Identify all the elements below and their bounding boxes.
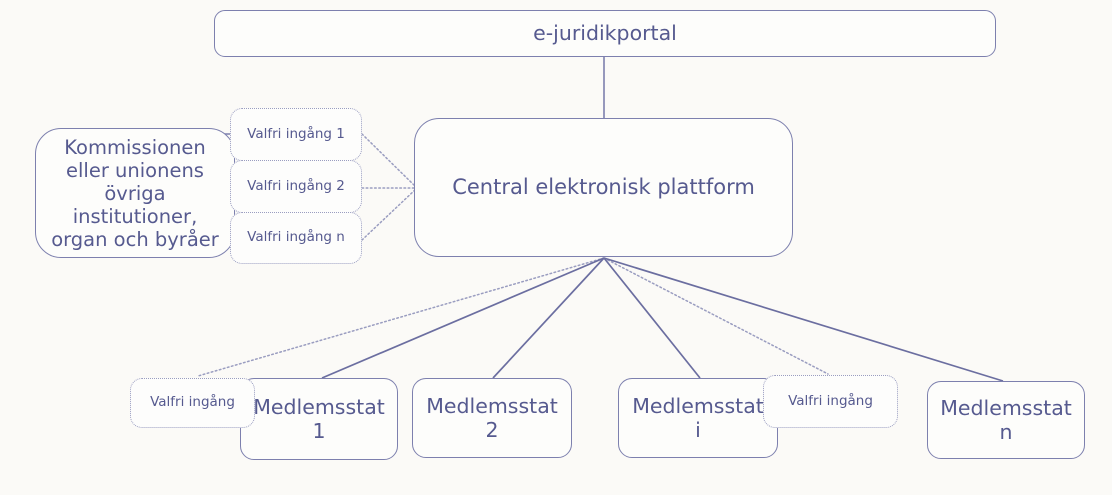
node-label-optional-entry-right: Valfri ingång	[788, 392, 873, 409]
node-label-member-state-2: Medlemsstat 2	[426, 393, 558, 442]
edge-entryn-to-central	[361, 187, 418, 241]
node-label-member-state-1: Medlemsstat 1	[253, 394, 385, 443]
node-member-state-1[interactable]: Medlemsstat 1	[240, 378, 398, 460]
node-member-state-2[interactable]: Medlemsstat 2	[412, 378, 572, 458]
edge-central-to-entry-left	[197, 257, 605, 377]
node-optional-entry-n[interactable]: Valfri ingång n	[230, 212, 362, 264]
node-label-optional-entry-1: Valfri ingång 1	[247, 125, 345, 142]
node-label-optional-entry-left: Valfri ingång	[150, 394, 235, 411]
node-label-e-juridikportal: e-juridikportal	[533, 21, 677, 46]
edge-central-to-member-state-1	[321, 257, 605, 379]
edge-central-to-member-state-2	[492, 257, 605, 379]
node-optional-entry-right[interactable]: Valfri ingång	[763, 375, 898, 428]
node-label-commission: Kommissionen eller unionens övriga insti…	[51, 135, 219, 251]
node-label-optional-entry-2: Valfri ingång 2	[247, 177, 345, 194]
edge-central-to-member-state-i	[603, 257, 701, 379]
node-commission[interactable]: Kommissionen eller unionens övriga insti…	[35, 128, 235, 258]
node-label-optional-entry-n: Valfri ingång n	[247, 229, 345, 246]
node-member-state-n[interactable]: Medlemsstat n	[927, 381, 1085, 459]
node-optional-entry-1[interactable]: Valfri ingång 1	[230, 108, 362, 161]
node-central-electronic-platform[interactable]: Central elektronisk plattform	[414, 118, 793, 257]
node-label-central-electronic-platform: Central elektronisk plattform	[452, 175, 755, 200]
edge-central-to-member-state-n	[603, 257, 1004, 382]
node-member-state-i[interactable]: Medlemsstat i	[618, 378, 778, 458]
node-e-juridikportal[interactable]: e-juridikportal	[214, 10, 996, 57]
node-optional-entry-2[interactable]: Valfri ingång 2	[230, 160, 362, 213]
edge-central-to-entry-right	[603, 257, 829, 375]
node-label-member-state-n: Medlemsstat n	[940, 395, 1072, 444]
node-label-member-state-i: Medlemsstat i	[632, 393, 764, 442]
node-optional-entry-left[interactable]: Valfri ingång	[130, 378, 255, 428]
edge-entry1-to-central	[361, 133, 418, 189]
